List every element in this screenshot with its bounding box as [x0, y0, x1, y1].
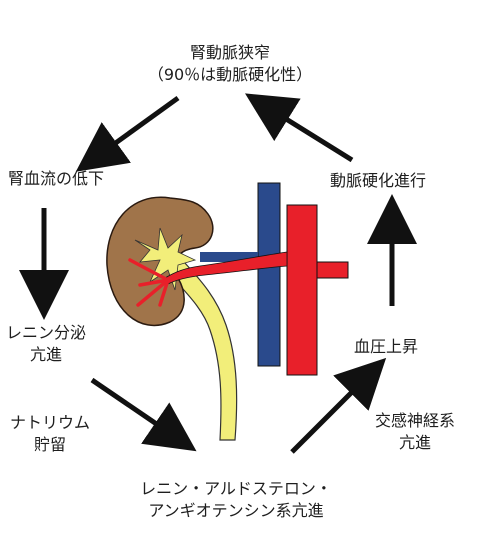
kidney-calyces [134, 227, 197, 291]
label-raas-activation: レニン・アルドステロン・ アンギオテンシン系亢進 [108, 478, 364, 522]
artery-branches-in-kidney [128, 258, 170, 307]
label-right3-line2: 亢進 [398, 433, 431, 452]
label-top-line2: （90％は動脈硬化性） [147, 65, 313, 84]
vein-vertical [257, 182, 281, 367]
label-left2-line1: レニン分泌 [5, 323, 86, 342]
arrow-left-to-bottom [90, 377, 197, 452]
label-renin-secretion: レニン分泌 亢進 [0, 322, 92, 366]
arrow-top-to-left1 [75, 95, 180, 172]
ureter [159, 254, 238, 441]
label-left2-line2: 亢進 [29, 345, 62, 364]
label-left3-line2: 貯留 [33, 435, 66, 454]
label-atherosclerosis-progression: 動脈硬化進行 [330, 171, 427, 190]
artery-branch-right [316, 261, 349, 279]
label-right3-line1: 交感神経系 [374, 411, 455, 430]
arrow-bottom-to-right2 [290, 357, 387, 454]
label-bottom-line2: アンギオテンシン系亢進 [148, 501, 324, 520]
label-left3-line1: ナトリウム [9, 413, 90, 432]
artery-vertical [286, 204, 318, 376]
label-bottom-line1: レニン・アルドステロン・ [140, 479, 332, 498]
label-top-line1: 腎動脈狭窄 [189, 43, 270, 62]
label-renal-artery-stenosis: 腎動脈狭窄 （90％は動脈硬化性） [110, 42, 350, 86]
label-sodium-retention: ナトリウム 貯留 [0, 412, 100, 456]
label-decreased-renal-blood-flow: 腎血流の低下 [8, 169, 105, 188]
label-blood-pressure-rise: 血圧上昇 [354, 337, 419, 356]
label-sympathetic-activation: 交感神経系 亢進 [360, 410, 470, 454]
arrow-right1-to-top [245, 93, 354, 163]
